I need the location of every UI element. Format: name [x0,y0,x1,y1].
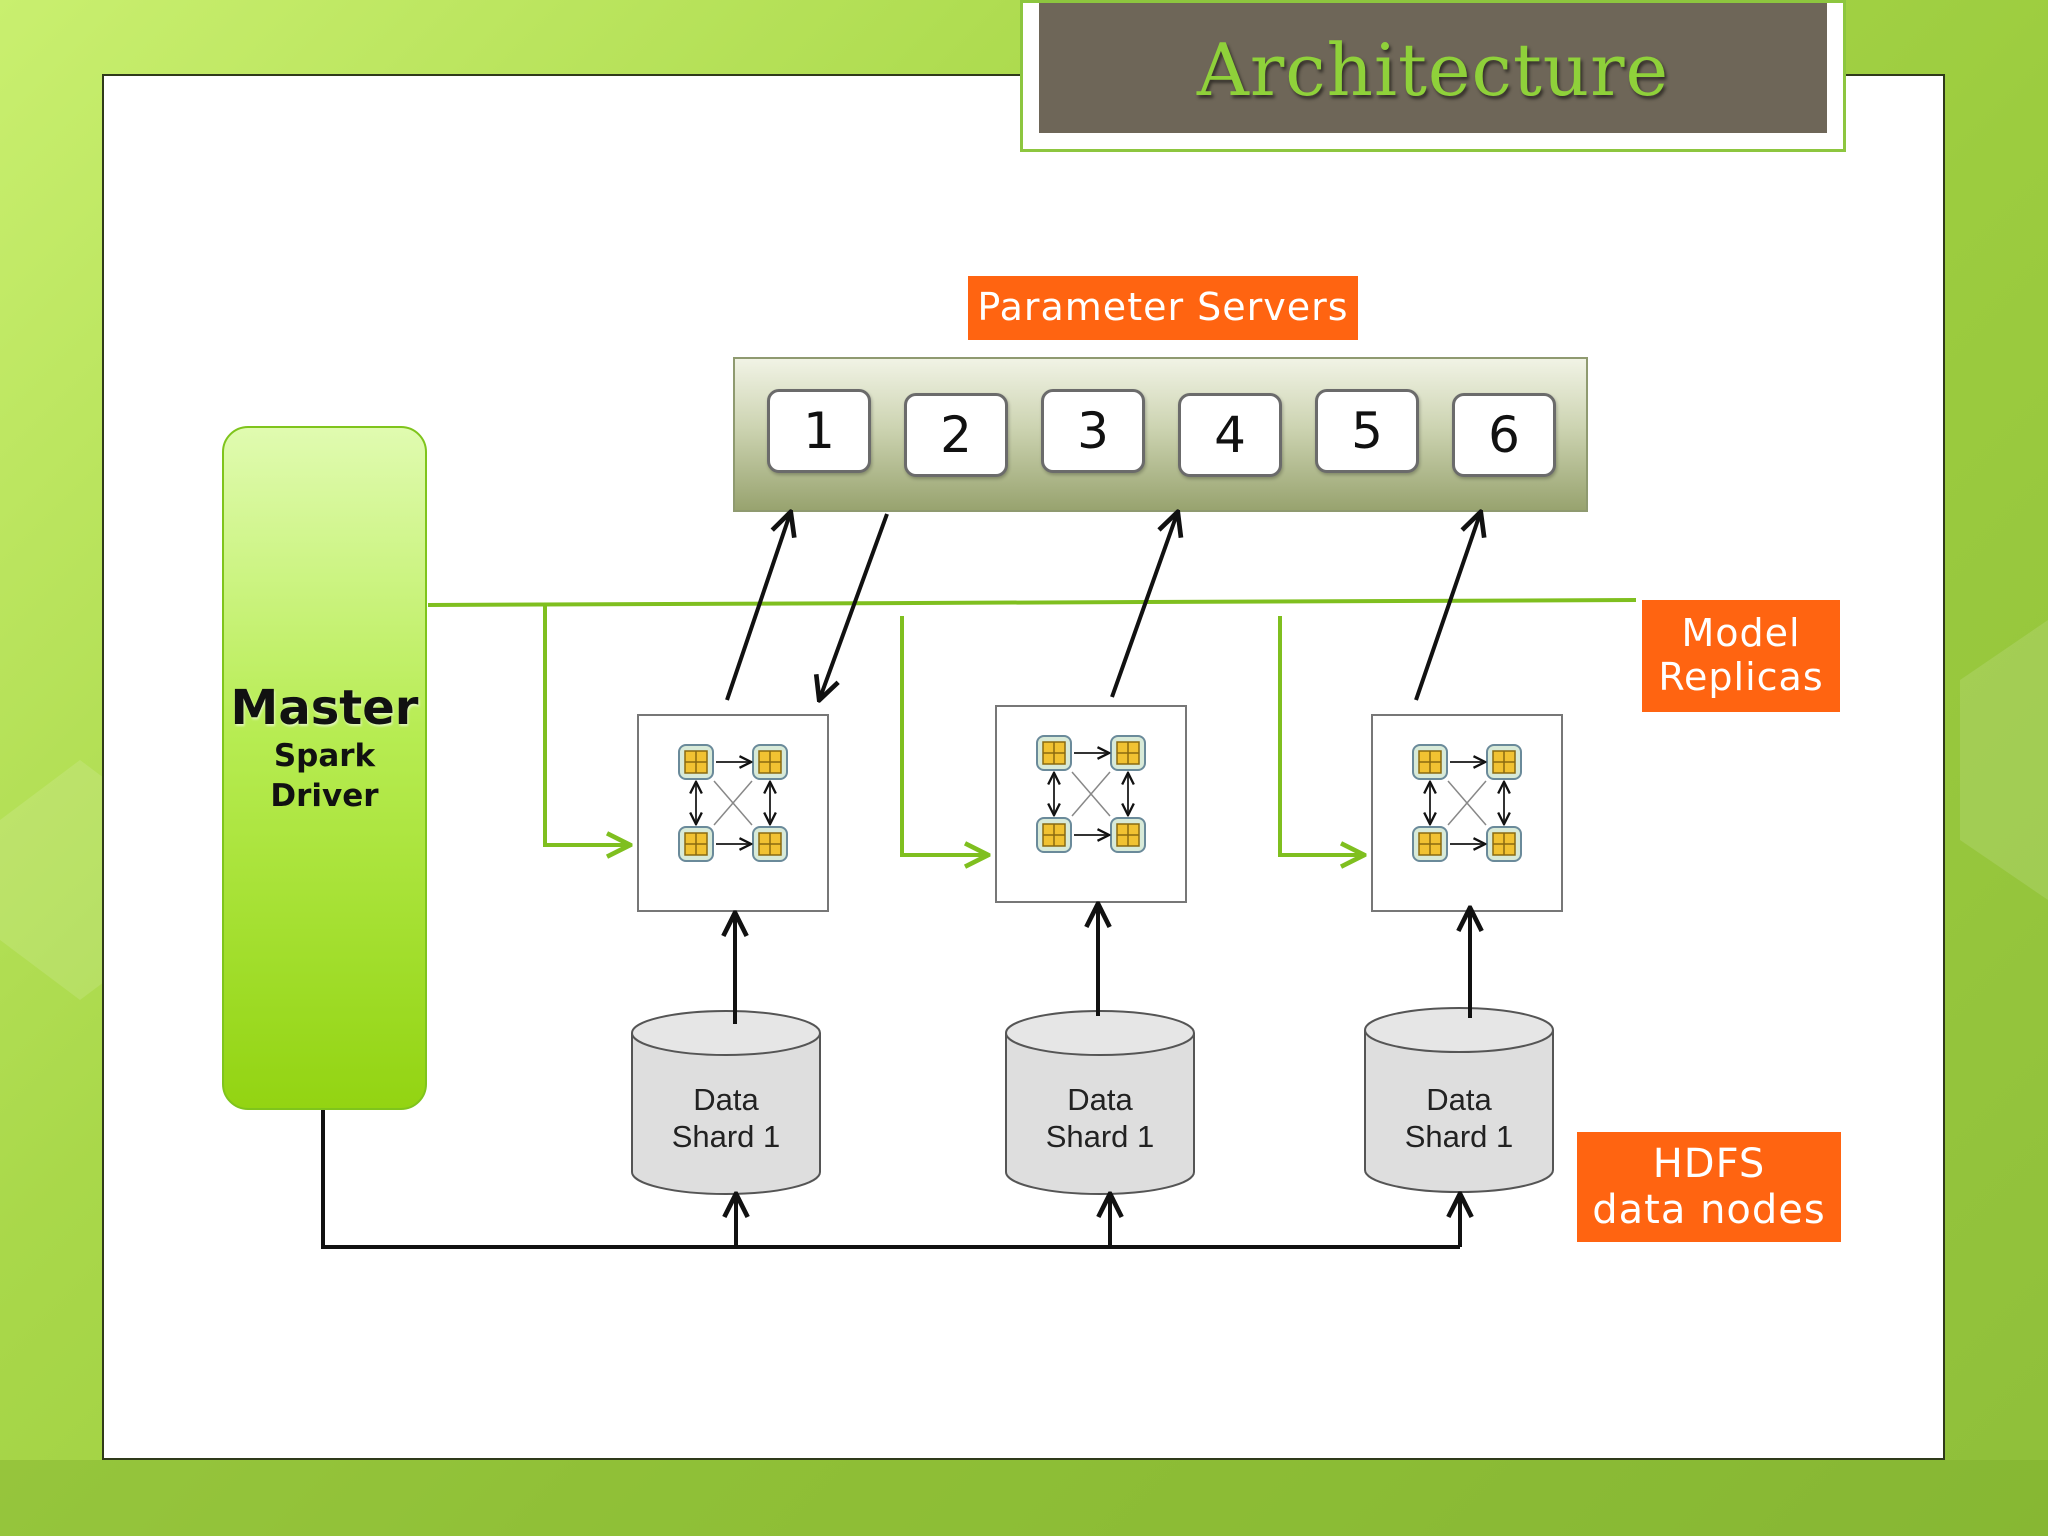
model-replica [1372,715,1562,911]
data-shard-label-line: Data [693,1082,759,1117]
parameter-server-number: 1 [803,402,835,460]
data-shard-label-line: Data [1067,1082,1133,1117]
data-shard-label-line: Data [1426,1082,1492,1117]
parameter-server-node: 1 [767,389,871,473]
data-shard-label-line: Shard 1 [672,1119,781,1154]
hdfs-label-line: data nodes [1592,1187,1826,1233]
parameter-server-number: 6 [1488,406,1520,464]
parameter-server-node: 2 [904,393,1008,477]
hdfs-label-line: HDFS [1652,1141,1766,1187]
parameter-server-number: 5 [1351,402,1383,460]
parameter-servers-label: Parameter Servers [968,276,1358,340]
model-replicas-label-line: Model [1681,611,1801,656]
data-shard-label-line: Shard 1 [1046,1119,1155,1154]
data-shard-label-line: Shard 1 [1405,1119,1514,1154]
model-replica [638,715,828,911]
model-replica [996,706,1186,902]
master-title: Master [230,679,419,736]
hdfs-data-nodes-label: HDFS data nodes [1577,1132,1841,1242]
master-subtitle-line: Driver [270,778,379,814]
data-shard-cylinder: Data Shard 1 [1364,1007,1554,1193]
data-feed-arrows [735,906,1470,1024]
parameter-server-node: 4 [1178,393,1282,477]
parameter-server-node: 3 [1041,389,1145,473]
parameter-server-node: 6 [1452,393,1556,477]
parameter-sync-arrows [725,514,1480,700]
parameter-server-node: 5 [1315,389,1419,473]
model-replicas-label-line: Replicas [1658,655,1824,699]
hdfs-bus [321,1110,1460,1249]
data-shard-cylinder: Data Shard 1 [1005,1010,1195,1195]
title-box: Architecture [1020,0,1846,152]
data-shard-cylinder: Data Shard 1 [631,1010,821,1195]
model-replicas-label: Model Replicas [1642,600,1840,712]
master-control-lines [427,598,1637,855]
parameter-server-number: 3 [1077,402,1109,460]
master-spark-driver: Master Spark Driver [222,426,427,1110]
parameter-server-bar: 1 2 3 4 5 6 [733,357,1588,512]
slide-title: Architecture [1196,28,1670,112]
parameter-server-number: 2 [940,406,972,464]
title-banner: Architecture [1039,3,1827,133]
parameter-servers-label-text: Parameter Servers [977,285,1349,330]
master-subtitle-line: Spark [273,737,376,774]
parameter-server-number: 4 [1214,406,1246,464]
